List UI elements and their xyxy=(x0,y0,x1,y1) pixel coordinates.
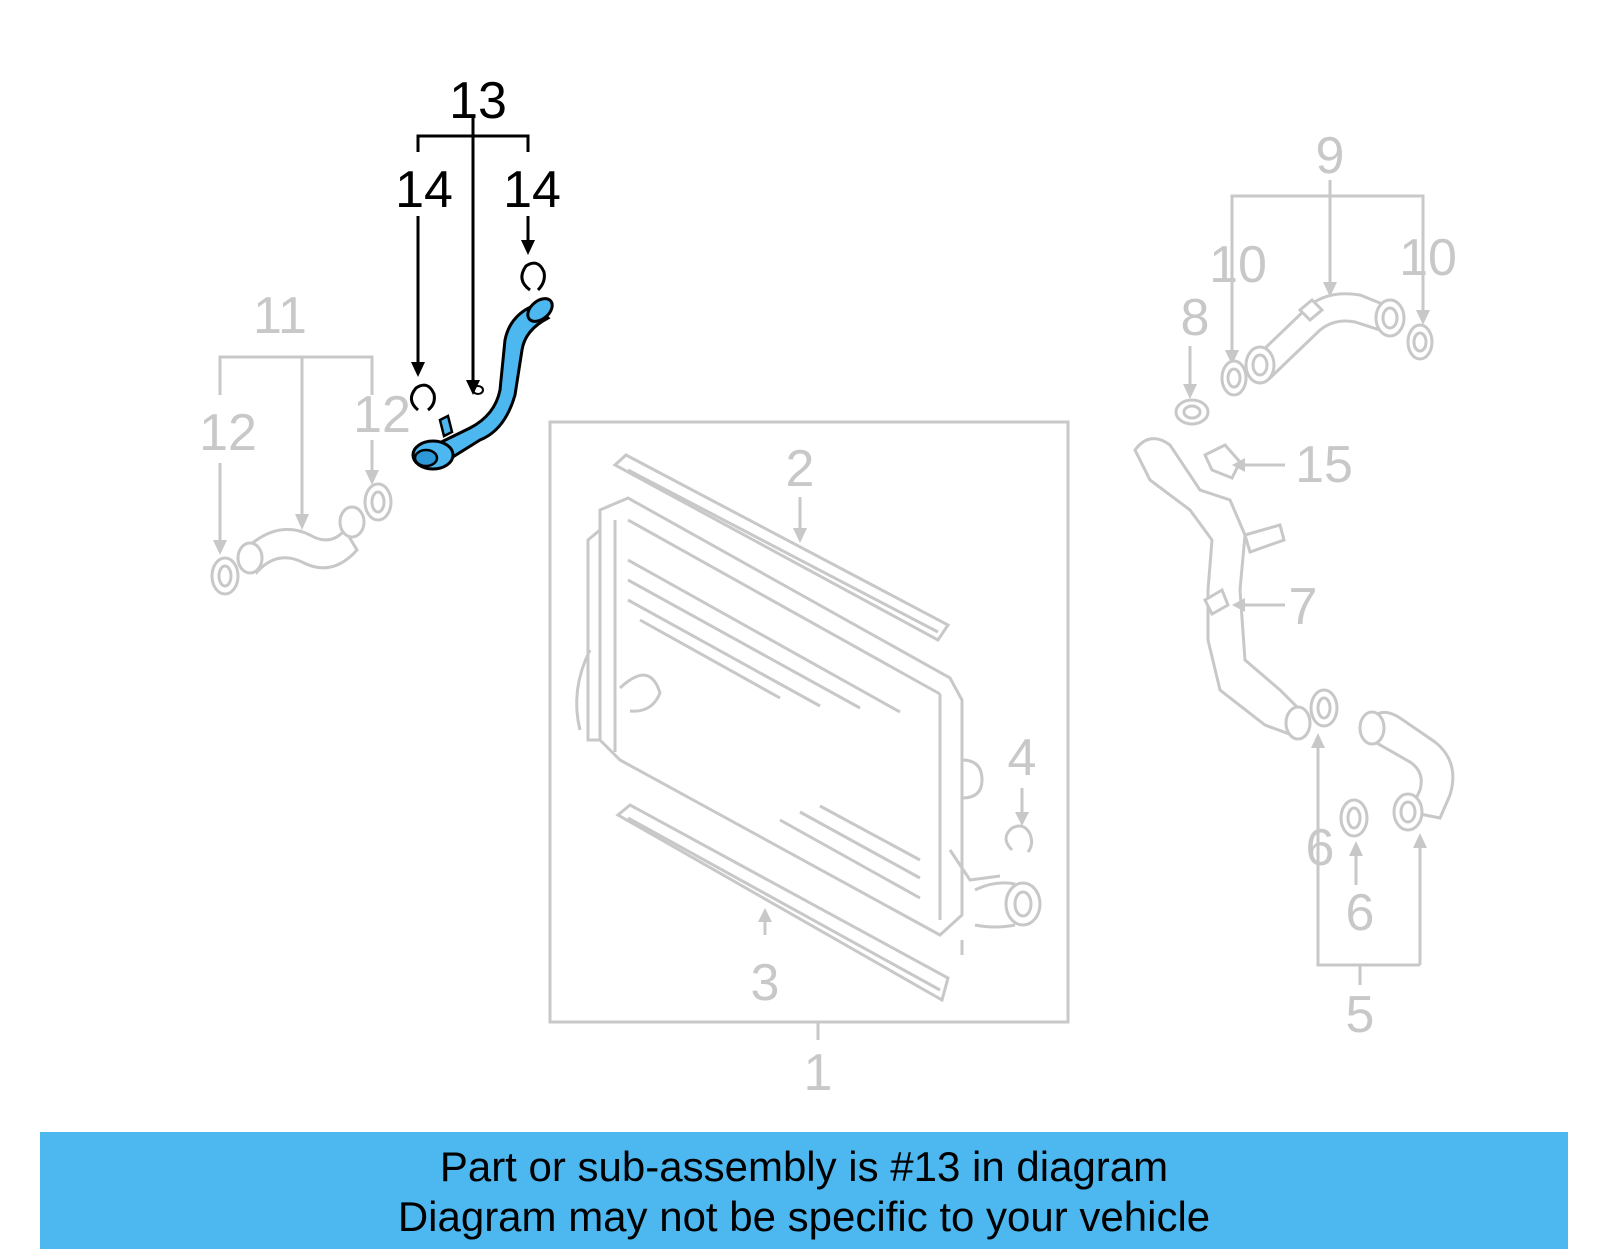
part-12-oring[interactable] xyxy=(210,556,240,596)
part-14-clamp[interactable] xyxy=(410,383,436,412)
intercooler-group: 1 2 xyxy=(548,420,1070,1102)
callout-10b[interactable]: 10 xyxy=(1399,229,1457,287)
callout-14a[interactable]: 14 xyxy=(395,161,453,219)
info-banner: Part or sub-assembly is #13 in diagram D… xyxy=(40,1132,1568,1249)
callout-10a[interactable]: 10 xyxy=(1209,236,1267,294)
callout-8[interactable]: 8 xyxy=(1181,289,1210,347)
hose-13-group: 13 14 14 xyxy=(395,72,561,471)
banner-line-2: Diagram may not be specific to your vehi… xyxy=(397,1193,1211,1240)
callout-6b[interactable]: 6 xyxy=(1346,884,1375,942)
part-15-sensor[interactable] xyxy=(1203,443,1242,480)
assembly-1-box xyxy=(548,420,1070,1024)
callout-5[interactable]: 5 xyxy=(1346,986,1375,1044)
part-5-hose[interactable] xyxy=(1368,710,1455,820)
banner-line-1: Part or sub-assembly is #13 in diagram xyxy=(439,1143,1169,1190)
callout-12b[interactable]: 12 xyxy=(353,386,411,444)
callout-1[interactable]: 1 xyxy=(804,1044,833,1102)
callout-12a[interactable]: 12 xyxy=(199,404,257,462)
part-12-oring[interactable] xyxy=(363,482,393,522)
callout-11[interactable]: 11 xyxy=(253,287,307,345)
part-9-hose[interactable] xyxy=(1256,292,1387,381)
part-6-oring[interactable] xyxy=(1339,798,1369,838)
part-13-hose[interactable] xyxy=(411,294,557,471)
part-7-pipe[interactable] xyxy=(1133,437,1312,741)
part-14-clamp[interactable] xyxy=(520,261,546,292)
part-10-oring[interactable] xyxy=(1406,323,1434,361)
part-11-hose[interactable] xyxy=(248,527,359,576)
callout-9[interactable]: 9 xyxy=(1316,127,1345,185)
callout-13[interactable]: 13 xyxy=(449,72,507,130)
hose-11-group: 11 12 12 xyxy=(199,287,411,596)
part-4-clamp[interactable] xyxy=(1004,824,1034,853)
callout-14b[interactable]: 14 xyxy=(503,161,561,219)
hose-9-group: 9 10 10 8 15 xyxy=(1133,127,1457,1044)
part-1-intercooler[interactable] xyxy=(575,496,1042,955)
callout-15[interactable]: 15 xyxy=(1295,436,1353,494)
callout-4[interactable]: 4 xyxy=(1008,729,1037,787)
callout-3[interactable]: 3 xyxy=(751,954,780,1012)
callout-7[interactable]: 7 xyxy=(1289,578,1318,636)
callout-2[interactable]: 2 xyxy=(786,440,815,498)
part-8-clamp[interactable] xyxy=(1174,398,1210,426)
callout-6a[interactable]: 6 xyxy=(1306,819,1335,877)
part-10-oring[interactable] xyxy=(1220,359,1248,397)
part-6-oring[interactable] xyxy=(1309,688,1339,728)
